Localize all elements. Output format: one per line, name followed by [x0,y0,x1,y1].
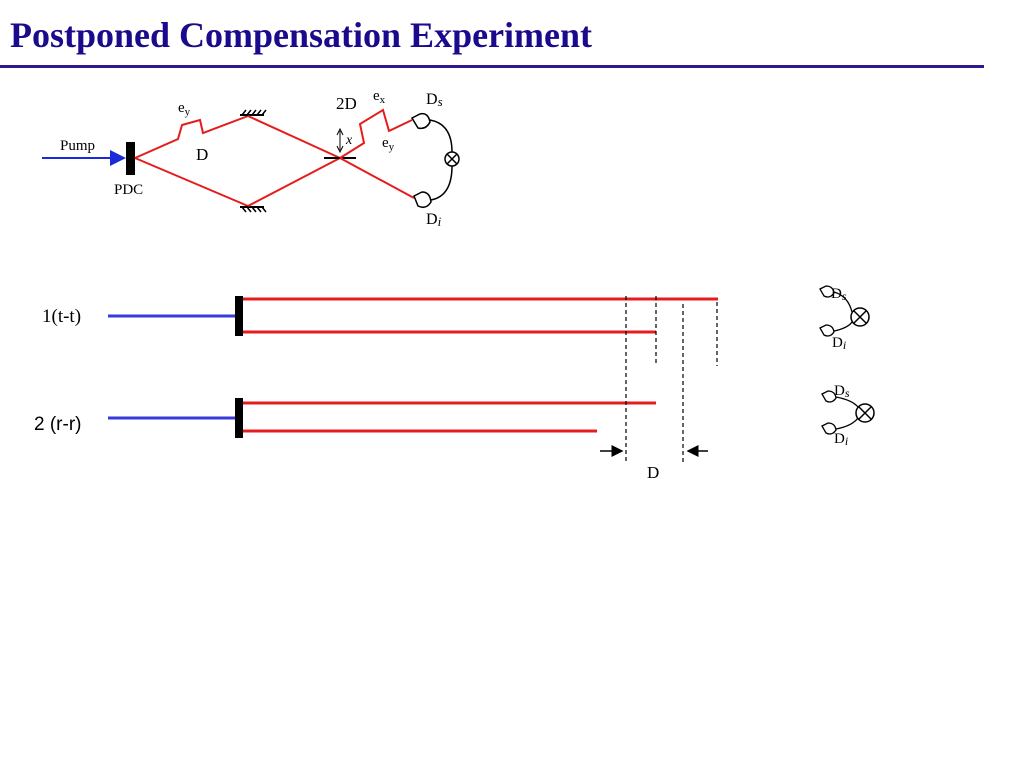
ds-label-2: Ds [834,383,850,400]
idler-wire [430,165,453,201]
upper-arm-beam [134,115,249,159]
coincidence-counter-icon [444,151,460,167]
x-label: x [345,133,353,148]
di-label: Di [426,211,442,229]
timing-diagram: 1(t-t) 2 (r-r) D D [34,285,875,482]
case2-crystal [235,398,243,438]
case1-crystal [235,296,243,336]
di-detector-icon-2 [821,422,837,435]
ey-label: ey [178,100,191,118]
coincidence-icon-1 [850,307,870,327]
lower-mirror [240,206,267,213]
ds-detector-icon-2 [821,390,837,403]
slide-title: Postponed Compensation Experiment [10,15,593,55]
pdc-crystal [126,142,135,175]
signal-detector-icon [410,112,431,130]
ds-detector-icon-1 [819,285,835,298]
timing-delay-label: D [647,463,659,482]
pdc-label: PDC [114,182,143,198]
ex-label: ex [373,88,386,106]
idler-detector-icon [413,191,432,209]
case1-label: 1(t-t) [42,306,81,327]
lower-arm-to-bs [247,157,341,207]
title-underline [0,65,984,68]
ey2-label: ey [382,135,395,153]
lower-arm-beam [134,157,249,207]
upper-mirror [240,109,267,116]
delay-label: D [196,145,208,164]
signal-wire [429,119,453,153]
coincidence-icon-2 [855,403,875,423]
ds-label-1: Ds [831,286,847,303]
case2-label: 2 (r-r) [34,414,81,435]
ds-label: Ds [426,91,443,109]
di-detector-icon-1 [819,324,835,337]
di-label-2: Di [834,431,848,448]
signal-output-beam [339,108,413,159]
upper-arm-to-bs [247,115,341,159]
di-label-1: Di [832,335,846,352]
interferometer-setup: Pump PDC x [42,88,460,229]
double-delay-label: 2D [336,94,357,113]
detector-group-2: Ds Di [821,383,875,448]
idler-output-beam [339,157,415,199]
x-translation-arrow [336,127,344,154]
pump-label: Pump [60,138,95,154]
detector-group-1: Ds Di [819,285,870,352]
